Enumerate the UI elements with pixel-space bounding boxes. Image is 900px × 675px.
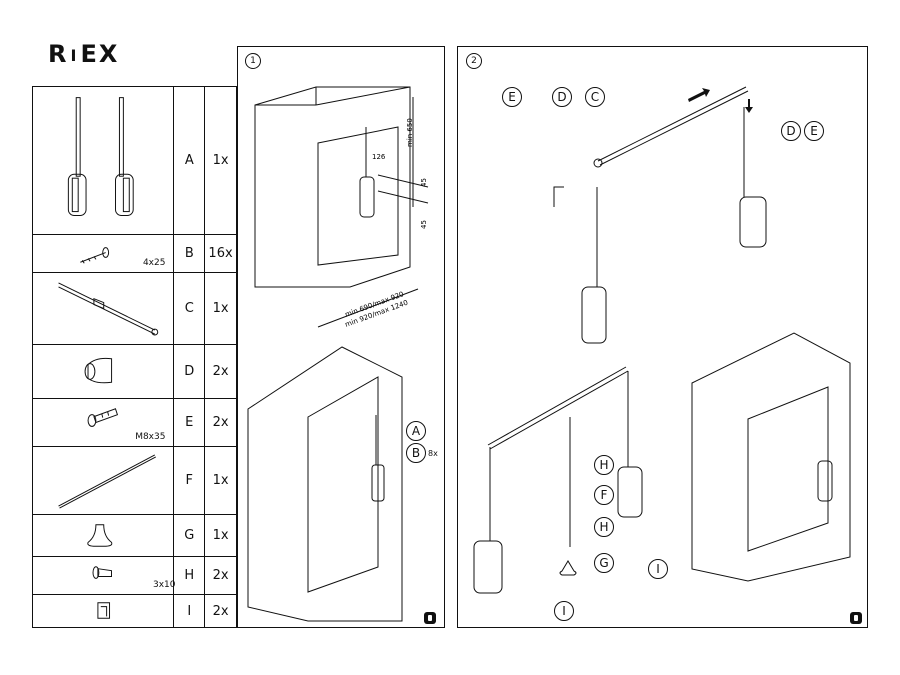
part-qty: 2x xyxy=(204,556,237,595)
callout-b: B xyxy=(406,443,426,463)
part-row: C 1x xyxy=(31,272,237,345)
part-qty: 1x xyxy=(204,86,237,235)
part-qty: 1x xyxy=(204,446,237,515)
part-row: M8x35 E 2x xyxy=(31,398,237,447)
part-row: A 1x xyxy=(31,86,237,235)
label-e: E xyxy=(502,87,522,107)
part-code: E xyxy=(173,398,206,447)
part-code: C xyxy=(173,272,206,345)
step-1-drawing: min 650 126 45 45 min 690/max 920 min 92… xyxy=(247,86,429,622)
part-row: F 1x xyxy=(31,446,237,515)
label-i: I xyxy=(554,601,574,621)
step-number: 2 xyxy=(466,53,482,69)
part-code: B xyxy=(173,234,206,273)
screw-icon: 4x25 xyxy=(31,234,175,273)
part-qty: 1x xyxy=(204,272,237,345)
marker-icon xyxy=(424,612,436,624)
part-size: 3x10 xyxy=(153,580,176,590)
pull-rod-icon xyxy=(31,446,175,515)
label-c: C xyxy=(585,87,605,107)
logo-letters-ex: EX xyxy=(80,40,120,68)
dim-45-b: 45 xyxy=(420,220,428,229)
label-d: D xyxy=(781,121,801,141)
part-row: G 1x xyxy=(31,514,237,557)
lift-arms-icon xyxy=(31,86,175,235)
part-row: D 2x xyxy=(31,344,237,399)
logo-letter-i: I xyxy=(70,46,79,65)
part-qty: 1x xyxy=(204,514,237,557)
callout-b-qty: 8x xyxy=(428,449,438,458)
part-size: 4x25 xyxy=(142,258,166,268)
part-code: F xyxy=(173,446,206,515)
part-row: 3x10 H 2x xyxy=(31,556,237,595)
label-h: H xyxy=(594,455,614,475)
part-code: D xyxy=(173,344,206,399)
bracket-icon xyxy=(31,344,175,399)
part-size: M8x35 xyxy=(135,432,166,442)
part-code: H xyxy=(173,556,206,595)
callout-a: A xyxy=(406,421,426,441)
label-d: D xyxy=(552,87,572,107)
part-qty: 2x xyxy=(204,344,237,399)
step-1-panel: 1 min 650 126 45 45 min 690/max 920 min … xyxy=(237,46,445,628)
dim-min650: min 650 xyxy=(406,118,414,147)
part-row: I 2x xyxy=(31,594,237,628)
label-h: H xyxy=(594,517,614,537)
step-2-drawing xyxy=(473,86,851,594)
marker-icon xyxy=(850,612,862,624)
bolt-icon: M8x35 xyxy=(31,398,175,447)
step-2-panel: 2 E D C D xyxy=(457,46,868,628)
part-qty: 16x xyxy=(204,234,237,273)
label-f: F xyxy=(594,485,614,505)
part-code: A xyxy=(173,86,206,235)
rail-icon xyxy=(31,272,175,345)
part-qty: 2x xyxy=(204,398,237,447)
dim-45-a: 45 xyxy=(420,178,428,187)
part-row: 4x25 B 16x xyxy=(31,234,237,273)
small-screw-icon: 3x10 xyxy=(31,556,176,595)
part-code: I xyxy=(173,594,206,628)
part-code: G xyxy=(173,514,206,557)
step-number: 1 xyxy=(245,53,261,69)
dim-126: 126 xyxy=(372,153,386,161)
handle-knob-icon xyxy=(31,514,175,557)
logo-letter-r: R xyxy=(48,40,69,68)
label-i: I xyxy=(648,559,668,579)
part-qty: 2x xyxy=(204,594,237,628)
parts-list: A 1x 4x25 B 16x C 1x D 2x M8x35 E 2x xyxy=(31,86,237,628)
label-g: G xyxy=(594,553,614,573)
clip-icon xyxy=(31,594,175,628)
label-e: E xyxy=(804,121,824,141)
